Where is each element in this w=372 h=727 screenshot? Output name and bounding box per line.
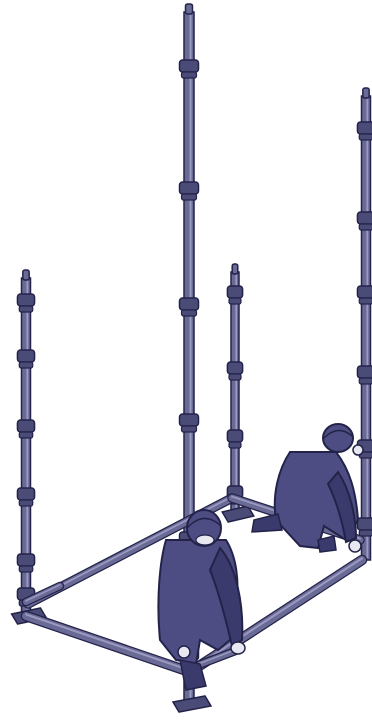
coupler-cup [182, 194, 197, 200]
coupler [357, 286, 372, 298]
coupler-cup [182, 72, 197, 78]
coupler-cup [359, 224, 372, 230]
coupler [227, 430, 242, 442]
coupler-cup [182, 310, 197, 316]
coupler [357, 122, 372, 134]
worker-back [252, 424, 363, 552]
coupler-cup [229, 442, 241, 448]
coupler-cup [359, 298, 372, 304]
base-plate [173, 696, 211, 712]
coupler [17, 420, 34, 432]
coupler [180, 298, 199, 310]
coupler-cup [19, 500, 33, 506]
worker-hand [349, 540, 361, 552]
coupler [17, 554, 34, 566]
coupler-cup [182, 426, 197, 432]
worker-boot [252, 514, 282, 532]
coupler-cup [19, 362, 33, 368]
coupler-cup [359, 378, 372, 384]
coupler [227, 286, 242, 298]
coupler-cup [19, 566, 33, 572]
worker-helmet [323, 424, 353, 452]
coupler-cup [229, 298, 241, 304]
worker-face [196, 535, 214, 545]
worker-hand [231, 642, 245, 654]
coupler [17, 350, 34, 362]
coupler [227, 362, 242, 374]
worker-hand-upper [353, 445, 363, 455]
standard-back-middle [222, 264, 254, 522]
coupler-cup [359, 530, 372, 536]
standard-back-right [357, 88, 372, 560]
coupler [180, 182, 199, 194]
coupler [357, 518, 372, 530]
worker-hand-left [178, 646, 190, 658]
coupler [357, 366, 372, 378]
coupler [180, 414, 199, 426]
coupler-cup [19, 432, 33, 438]
coupler-cup [229, 374, 241, 380]
coupler [17, 294, 34, 306]
coupler [180, 60, 199, 72]
coupler [357, 212, 372, 224]
coupler-cup [359, 134, 372, 140]
coupler-cup [19, 306, 33, 312]
standard-front-left [12, 270, 47, 624]
coupler [17, 488, 34, 500]
